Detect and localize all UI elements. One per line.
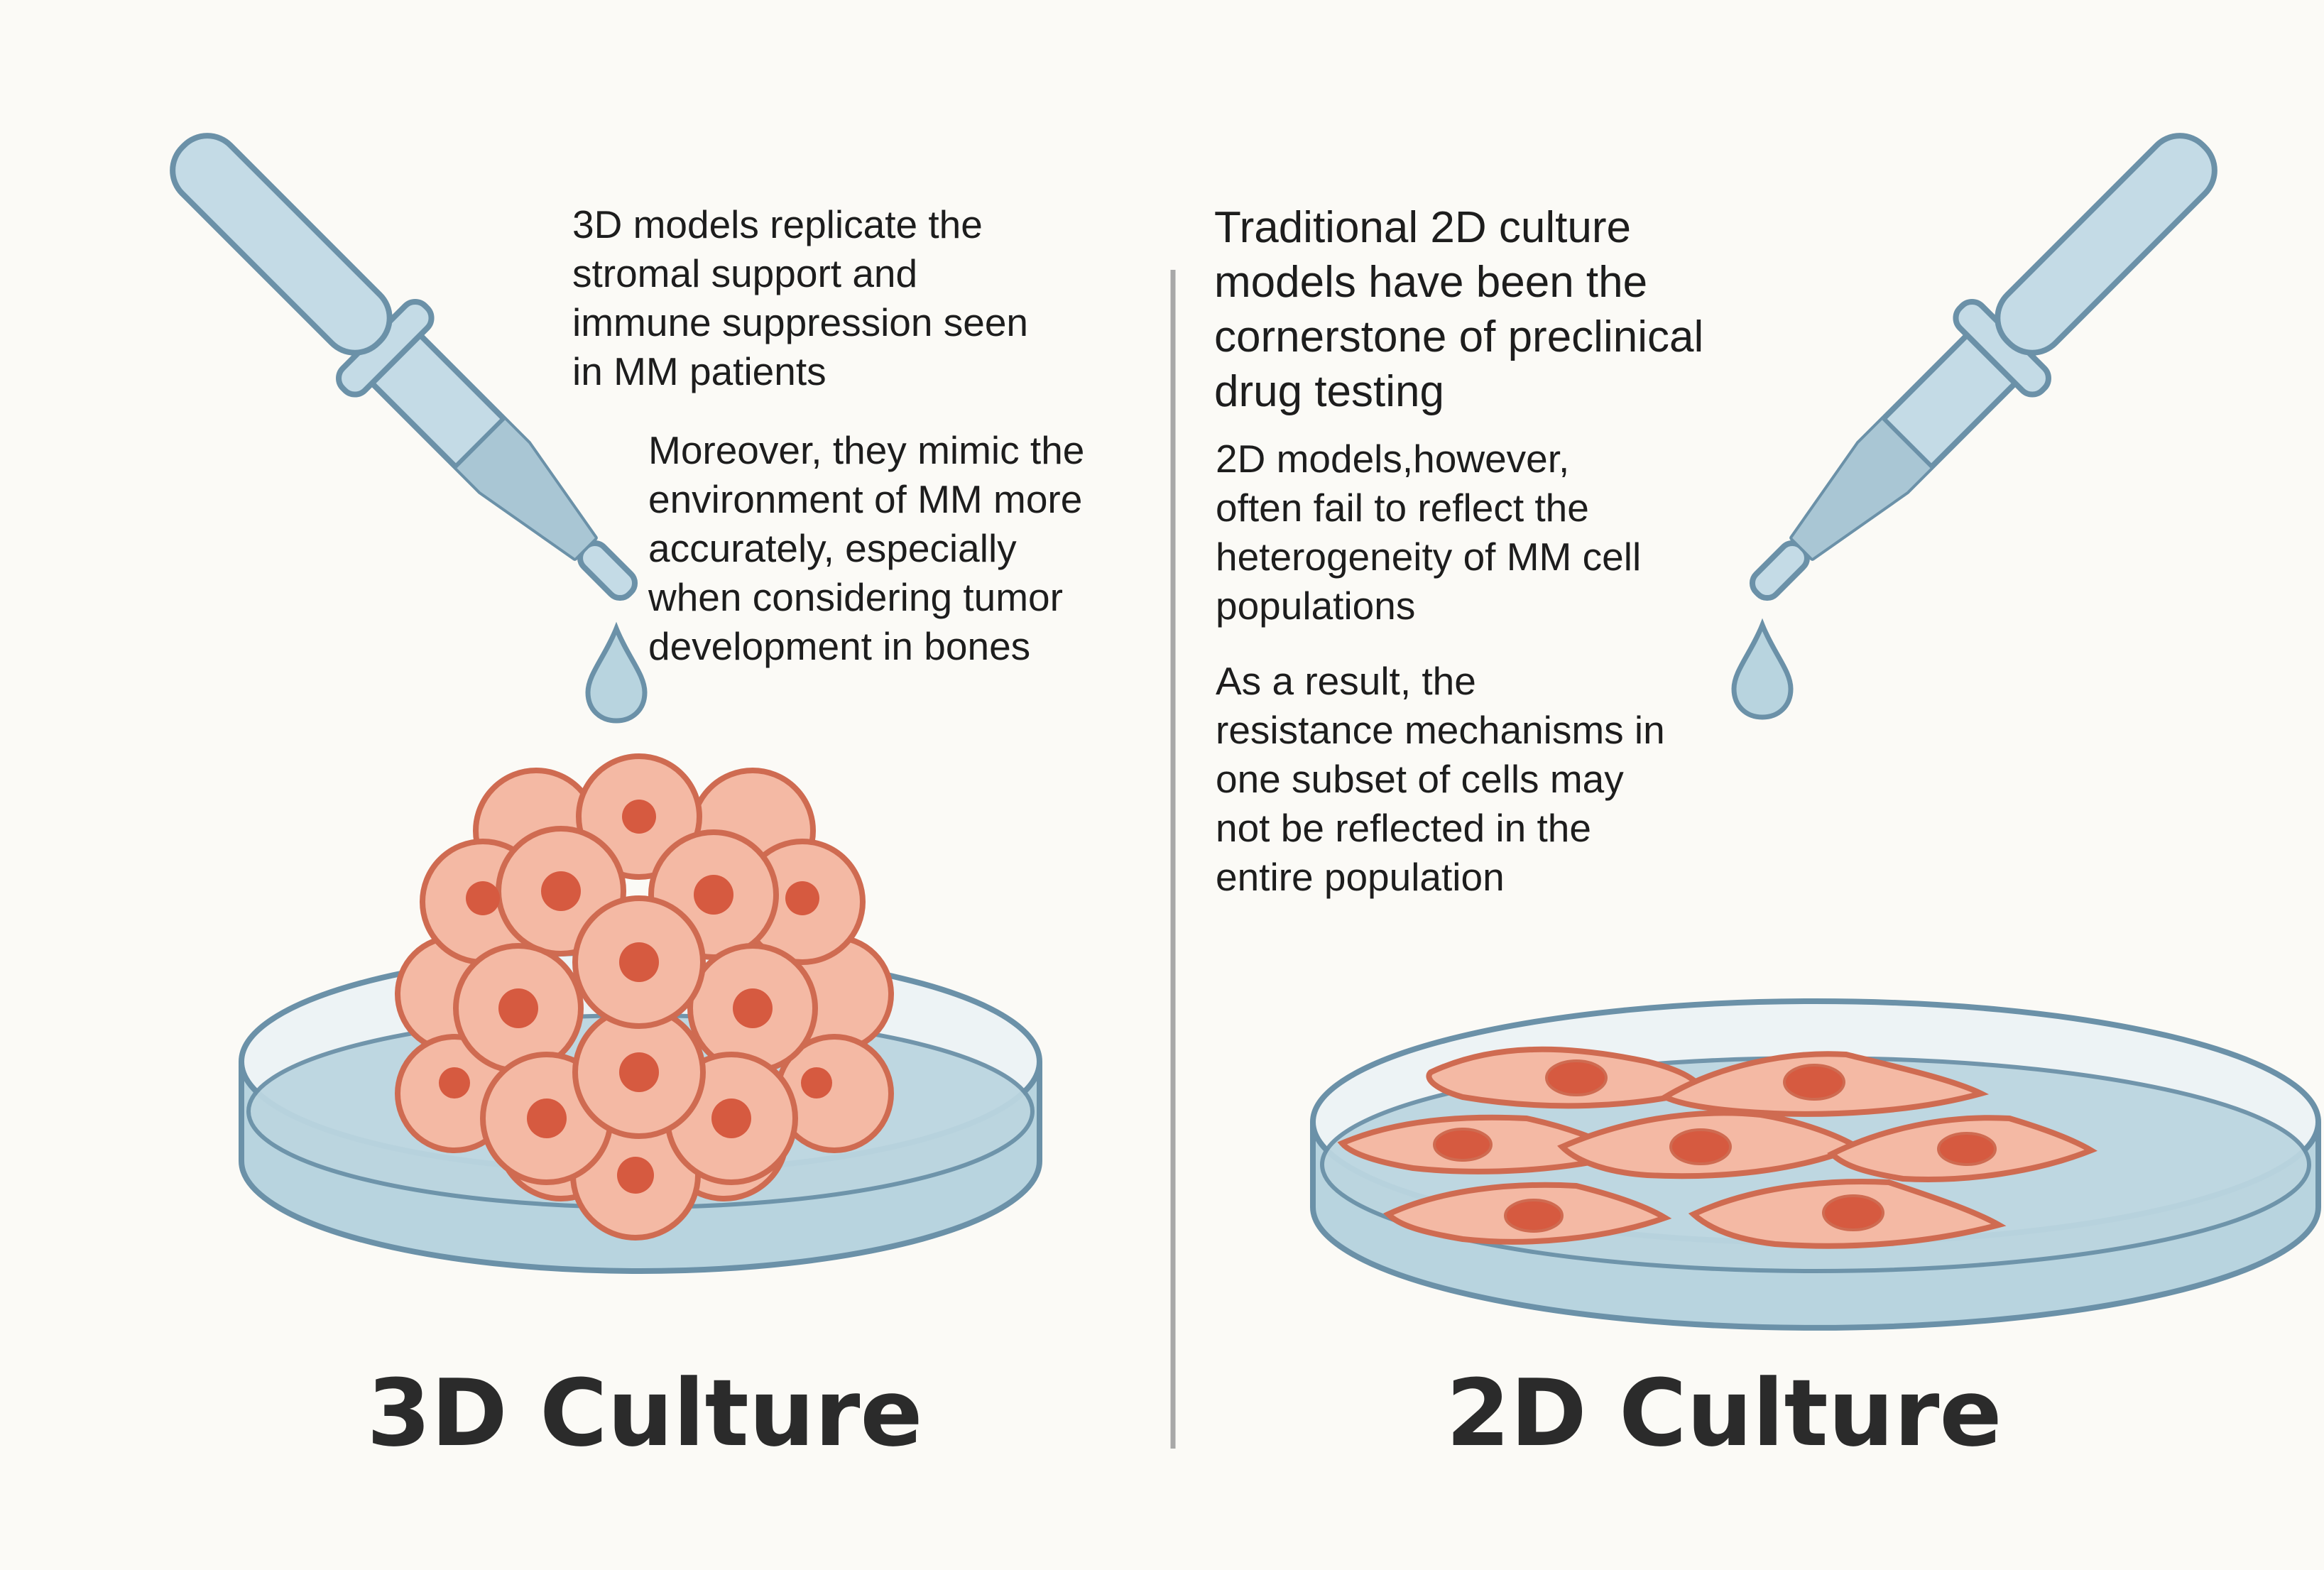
left-droplet-icon bbox=[585, 621, 648, 724]
flat-cell-nuclei bbox=[1433, 1059, 1997, 1233]
3d-culture-label: 3D Culture bbox=[366, 1359, 923, 1467]
3d-paragraph-stromal-support: 3D models replicate the stromal support … bbox=[572, 202, 1029, 393]
2d-paragraph-resistance: As a result, the resistance mechanisms i… bbox=[1216, 659, 1665, 899]
right-pipette-icon bbox=[1749, 133, 2217, 601]
3d-paragraph-environment: Moreover, they mimic the environment of … bbox=[648, 428, 1085, 668]
2d-culture-label: 2D Culture bbox=[1446, 1359, 2002, 1467]
spheroid-cell-cluster bbox=[395, 753, 894, 1241]
spheroid-nuclei bbox=[439, 800, 832, 1194]
2d-paragraph-heterogeneity: 2D models,however, often fail to reflect… bbox=[1216, 437, 1642, 628]
left-pipette-icon bbox=[170, 133, 638, 601]
2d-paragraph-traditional: Traditional 2D culture models have been … bbox=[1214, 203, 1704, 416]
right-droplet-icon bbox=[1731, 618, 1794, 720]
